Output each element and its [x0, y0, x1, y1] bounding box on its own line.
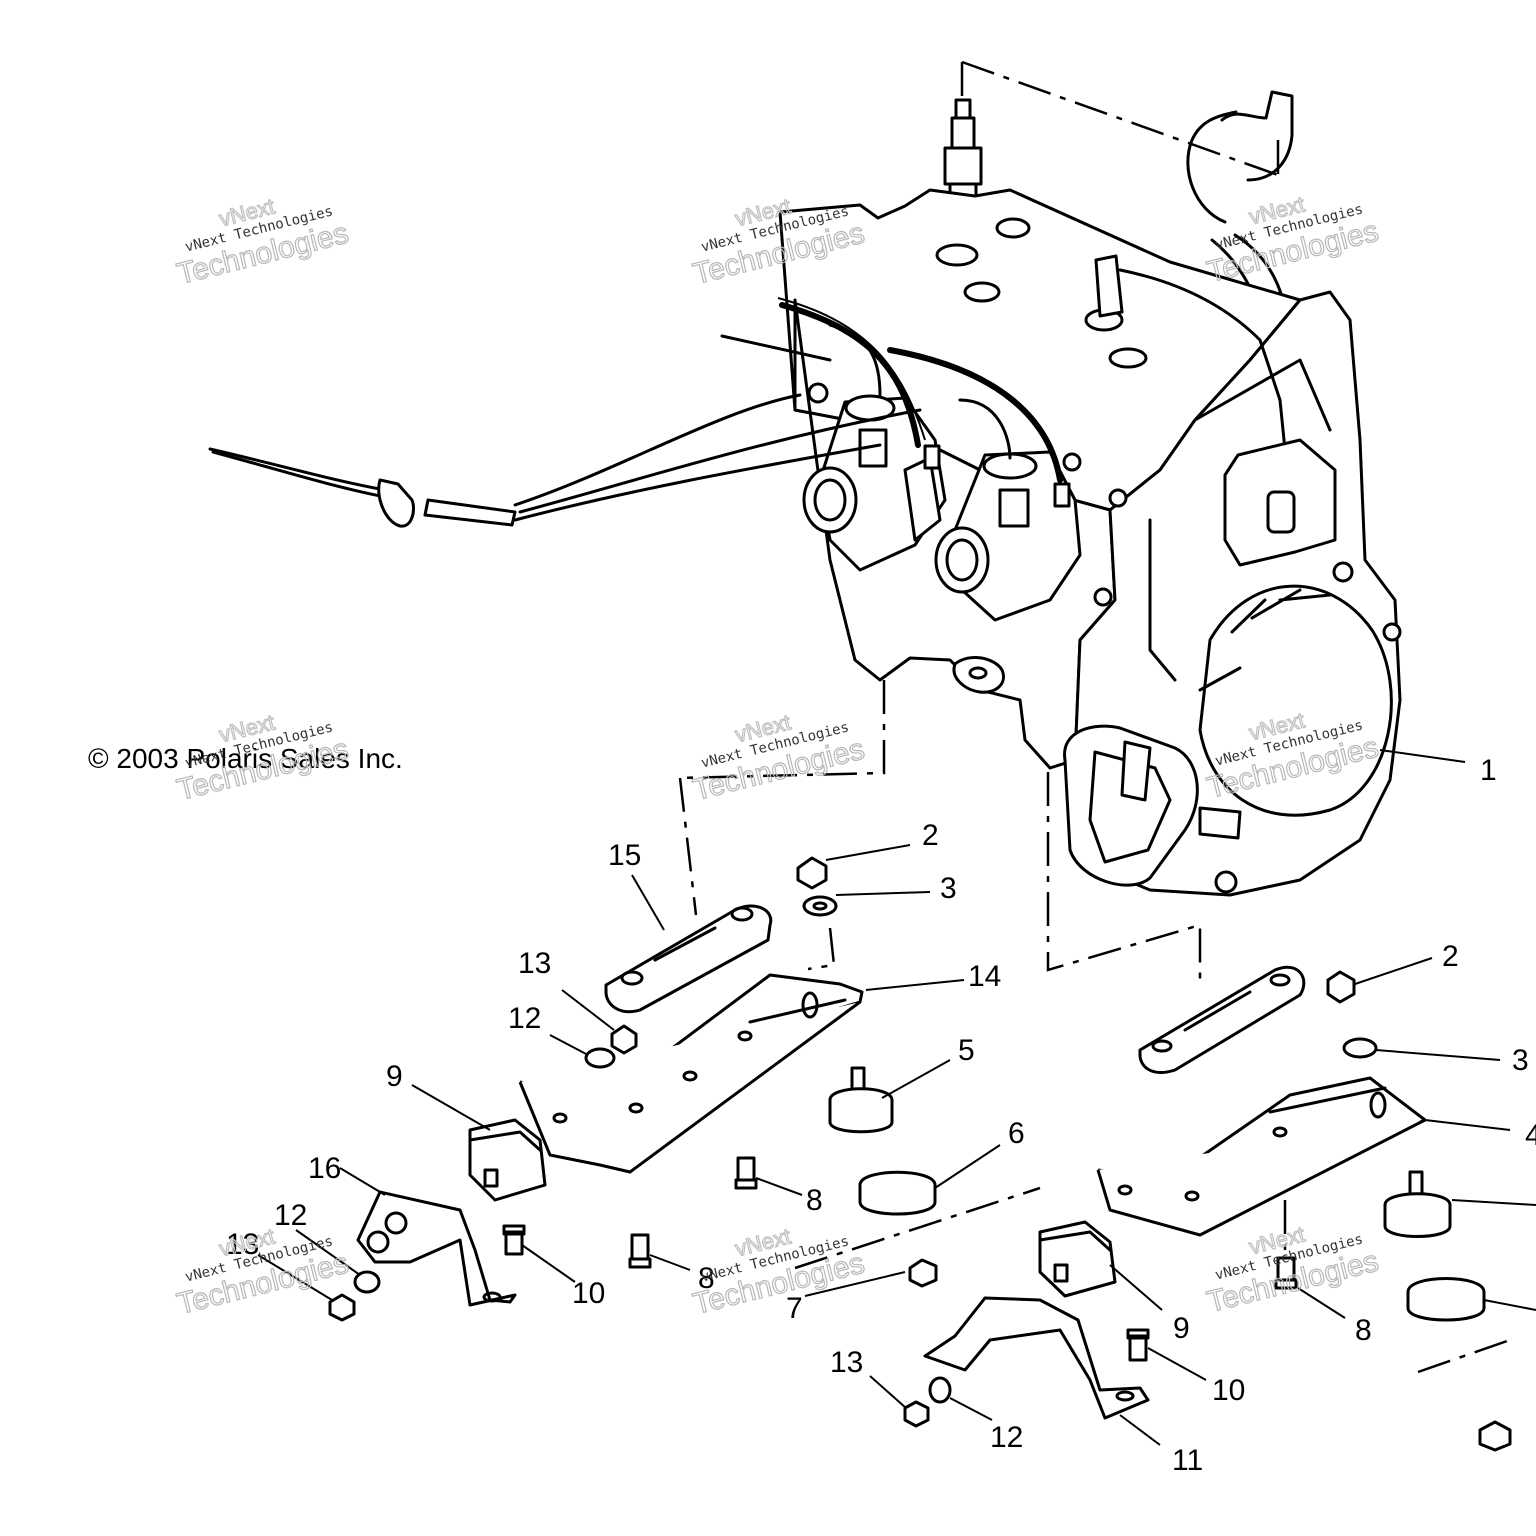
- watermark-7: vNext vNext Technologies Technologies: [173, 1223, 352, 1322]
- watermark-3: vNext vNext Technologies Technologies: [1203, 191, 1382, 290]
- callout-4: 4: [1525, 1119, 1536, 1152]
- callout-8b: 8: [698, 1262, 715, 1295]
- callout-16: 16: [308, 1152, 341, 1185]
- spark-plug: [943, 98, 983, 202]
- callout-1: 1: [1480, 754, 1497, 787]
- mount-bracket-4: [1096, 1076, 1427, 1237]
- watermark-1: vNext vNext Technologies Technologies: [173, 193, 352, 292]
- callout-6: 6: [1008, 1117, 1025, 1150]
- callout-10: 10: [572, 1277, 605, 1310]
- callout-3: 3: [940, 872, 957, 905]
- watermark-5: vNext vNext Technologies Technologies: [689, 709, 868, 808]
- callout-2b: 2: [1442, 940, 1459, 973]
- callout-9b: 9: [1173, 1312, 1190, 1345]
- callout-3b: 3: [1512, 1044, 1529, 1077]
- hardware-left: [328, 856, 938, 1322]
- hardware-right: [903, 970, 1512, 1452]
- throttle-cable: [208, 297, 1063, 528]
- callout-13b: 13: [226, 1228, 259, 1261]
- callout-10b: 10: [1212, 1374, 1245, 1407]
- callout-5: 5: [958, 1034, 975, 1067]
- centerlines: [677, 60, 1511, 1374]
- callout-8: 8: [806, 1184, 823, 1217]
- callout-12b: 12: [274, 1199, 307, 1232]
- callout-12: 12: [508, 1002, 541, 1035]
- callout-12c: 12: [990, 1421, 1023, 1454]
- callout-14: 14: [968, 960, 1001, 993]
- mount-bracket-14: [518, 973, 864, 1174]
- copyright-text: © 2003 Polaris Sales Inc.: [88, 743, 403, 774]
- callout-7: 7: [786, 1292, 803, 1325]
- callout-9: 9: [386, 1060, 403, 1093]
- callout-8c: 8: [1355, 1314, 1372, 1347]
- callout-13c: 13: [830, 1346, 863, 1379]
- callout-15: 15: [608, 839, 641, 872]
- callouts: 1 2 3 15 13 12 14 5 9 6 16 12 13 10 8 8 …: [226, 754, 1536, 1477]
- callout-2: 2: [922, 819, 939, 852]
- engine-mount-plate-15: [604, 904, 773, 1014]
- leader-lines: [257, 749, 1536, 1446]
- engine-mount-plate-right: [1138, 965, 1306, 1074]
- callout-13: 13: [518, 947, 551, 980]
- callout-11: 11: [1172, 1444, 1203, 1477]
